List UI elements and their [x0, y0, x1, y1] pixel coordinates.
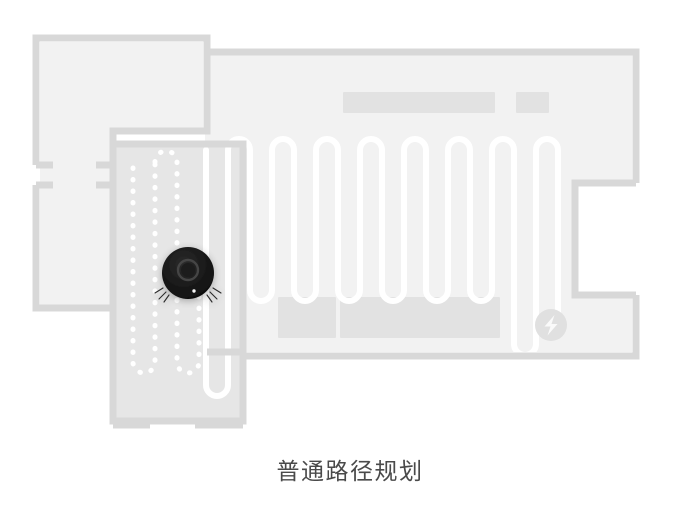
- wall-center-room: [109, 140, 247, 425]
- furniture-top-small: [516, 92, 549, 113]
- wall-top-left-bottom: [109, 70, 211, 144]
- center-serpentine-stroke: [203, 147, 231, 399]
- furniture-bottom-small: [278, 297, 336, 338]
- robot-led-indicator: [192, 289, 196, 293]
- furniture-bottom-long: [340, 297, 500, 338]
- planned-dot-col-b: [152, 148, 202, 376]
- furniture-top-long: [343, 92, 495, 113]
- wall-main-right-lower: [500, 295, 640, 360]
- robot-side-brushes: [154, 287, 222, 303]
- room-main-right: [205, 55, 632, 352]
- robot-vacuum[interactable]: [154, 247, 222, 303]
- walls-group: [32, 34, 640, 429]
- floor-map: [32, 34, 640, 429]
- wall-main-top: [203, 48, 640, 183]
- room-left-lower: [40, 140, 110, 305]
- serpentine-stroke: [225, 136, 561, 352]
- charging-dock[interactable]: [535, 309, 567, 341]
- furniture-group: [278, 92, 549, 338]
- wall-main-alcove: [571, 179, 636, 299]
- cleaned-serpentine-path: [225, 136, 561, 352]
- wall-left-lower: [32, 185, 113, 312]
- robot-turret-ring: [176, 258, 200, 282]
- lightning-bolt-icon: [544, 315, 558, 336]
- robot-turret-inner: [181, 263, 195, 277]
- planned-dot-col-a: [130, 159, 158, 376]
- center-room-cleaned-path: [203, 147, 231, 399]
- page-title: 普通路径规划: [276, 458, 424, 484]
- room-top-left: [40, 42, 203, 140]
- planned-dotted-path: [130, 148, 202, 376]
